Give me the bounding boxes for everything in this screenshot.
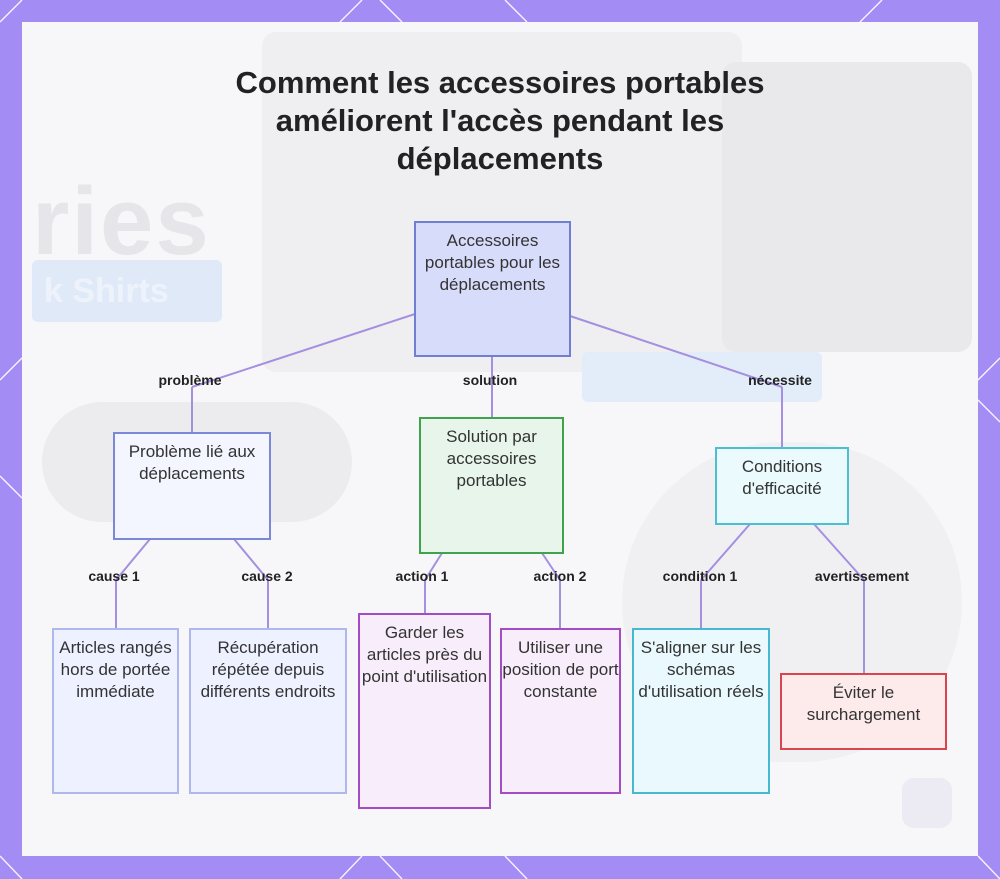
edge-label-cause2: cause 2 [241, 568, 292, 584]
node-condition1-label: S'aligner sur les schémas d'utilisation … [634, 637, 768, 703]
node-action2-label: Utiliser une position de port constante [502, 637, 619, 703]
link-root-problem [192, 314, 415, 387]
node-action1-label: Garder les articles près du point d'util… [360, 622, 489, 688]
edge-label-cause1: cause 1 [88, 568, 139, 584]
node-cause2-label: Récupération répétée depuis différents e… [191, 637, 345, 703]
edge-label-action2: action 2 [534, 568, 587, 584]
edge-label-action1: action 1 [396, 568, 449, 584]
node-conditions: Conditions d'efficacité [715, 447, 849, 525]
node-root: Accessoires portables pour les déplaceme… [414, 221, 571, 357]
node-problem-label: Problème lié aux déplacements [115, 441, 269, 485]
edge-label-requires: nécessite [748, 372, 812, 388]
node-action1: Garder les articles près du point d'util… [358, 613, 491, 809]
edge-label-solution: solution [463, 372, 517, 388]
node-conditions-label: Conditions d'efficacité [717, 456, 847, 500]
node-solution-label: Solution par accessoires portables [421, 426, 562, 492]
node-solution: Solution par accessoires portables [419, 417, 564, 554]
node-warning-label: Éviter le surchargement [782, 682, 945, 726]
diagram-card: ries k Shirts Comment les accessoires po… [22, 22, 978, 856]
node-cause1: Articles rangés hors de portée immédiate [52, 628, 179, 794]
edge-label-problem: problème [158, 372, 221, 388]
node-cause2: Récupération répétée depuis différents e… [189, 628, 347, 794]
node-root-label: Accessoires portables pour les déplaceme… [416, 230, 569, 296]
node-warning: Éviter le surchargement [780, 673, 947, 750]
node-condition1: S'aligner sur les schémas d'utilisation … [632, 628, 770, 794]
edge-label-condition1: condition 1 [663, 568, 738, 584]
edge-label-warning: avertissement [815, 568, 909, 584]
node-cause1-label: Articles rangés hors de portée immédiate [54, 637, 177, 703]
node-action2: Utiliser une position de port constante [500, 628, 621, 794]
node-problem: Problème lié aux déplacements [113, 432, 271, 540]
watermark-badge [902, 778, 952, 828]
